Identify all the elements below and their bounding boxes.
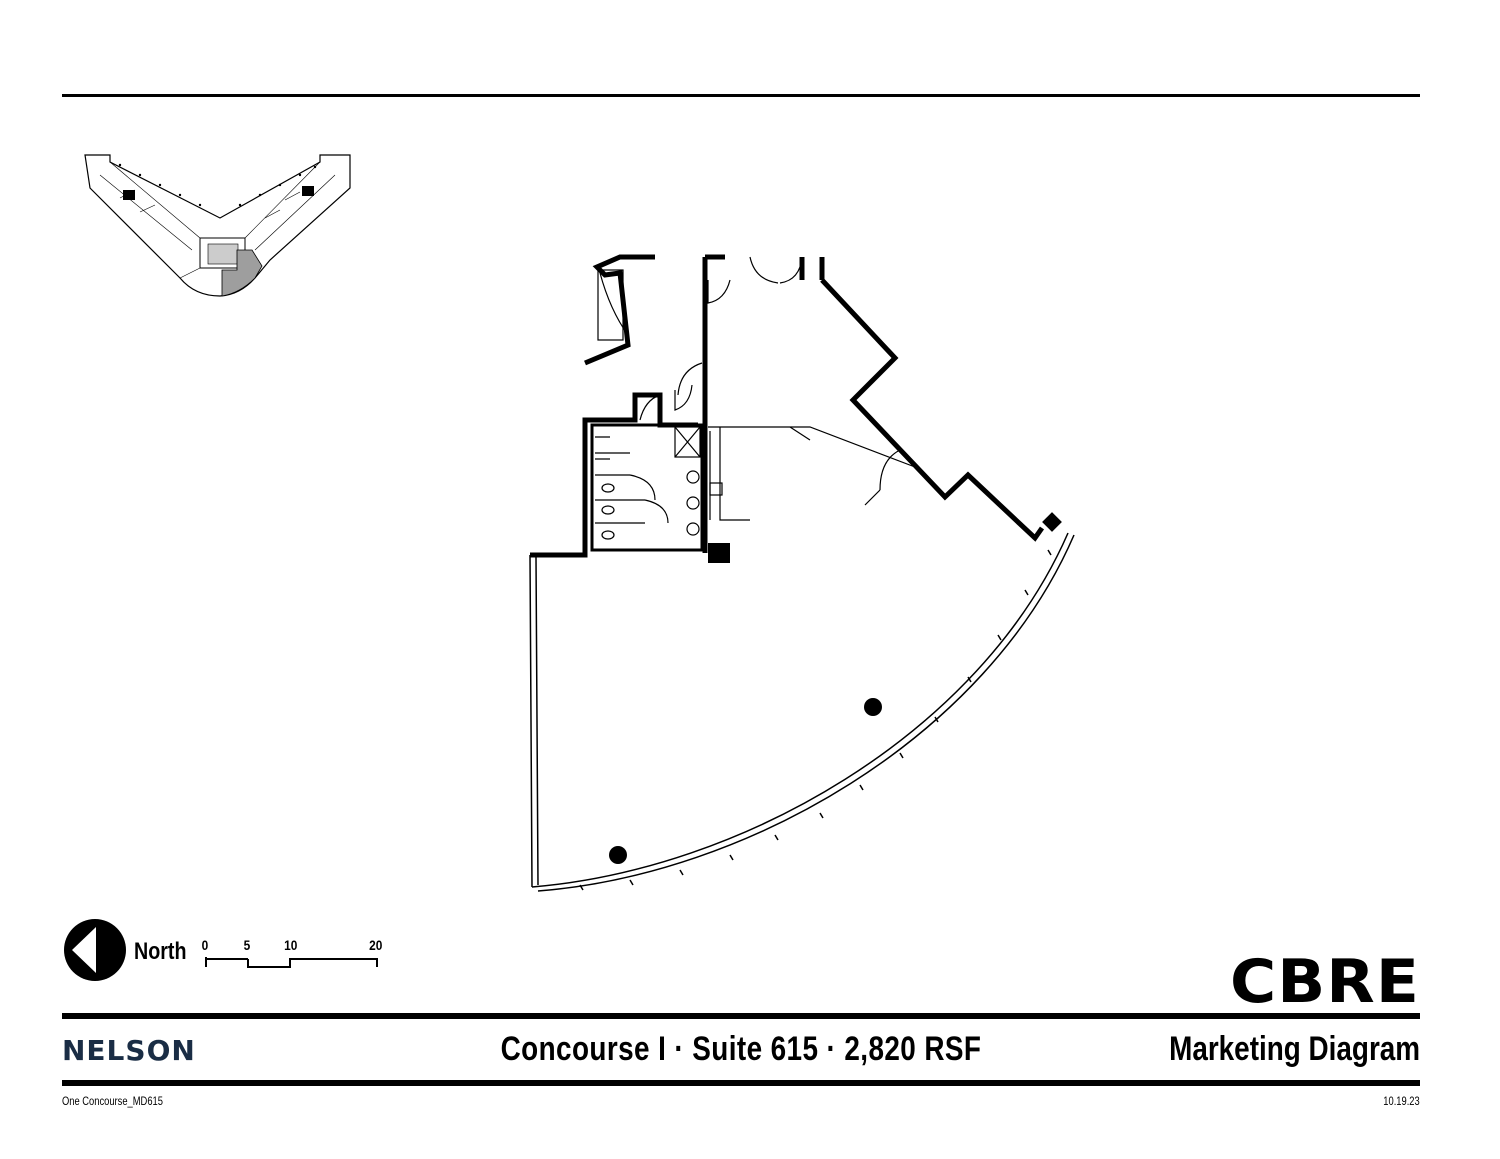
north-label: North xyxy=(134,938,187,965)
west-glazing xyxy=(529,554,539,888)
north-arrow-icon xyxy=(64,919,126,981)
core-wall xyxy=(530,392,698,558)
file-name: One Concourse_MD615 xyxy=(62,1094,163,1108)
scale-tick-label: 20 xyxy=(369,937,383,953)
scale-tick-label: 5 xyxy=(243,937,251,953)
document-type: Marketing Diagram xyxy=(1169,1030,1420,1068)
nelson-logo: NELSON xyxy=(62,1034,196,1067)
scale-tick-label: 0 xyxy=(201,937,209,953)
top-rule xyxy=(62,94,1420,97)
key-plan xyxy=(84,154,351,297)
north-east-wall xyxy=(820,278,1045,542)
curved-glazing xyxy=(531,532,1075,892)
column xyxy=(864,698,882,716)
scale-bar xyxy=(205,957,378,968)
footer-top-rule xyxy=(62,1013,1420,1019)
cbre-logo: CBRE xyxy=(1229,947,1420,1017)
scale-tick-label: 10 xyxy=(284,937,298,953)
suite-title: Concourse I · Suite 615 · 2,820 RSF xyxy=(500,1030,982,1068)
column xyxy=(609,846,627,864)
mullions xyxy=(579,549,1052,891)
footer-bottom-rule xyxy=(62,1080,1420,1086)
floor-plan xyxy=(529,254,1075,892)
key-plan-suite-highlight xyxy=(221,249,263,297)
date: 10.19.23 xyxy=(1383,1094,1420,1108)
